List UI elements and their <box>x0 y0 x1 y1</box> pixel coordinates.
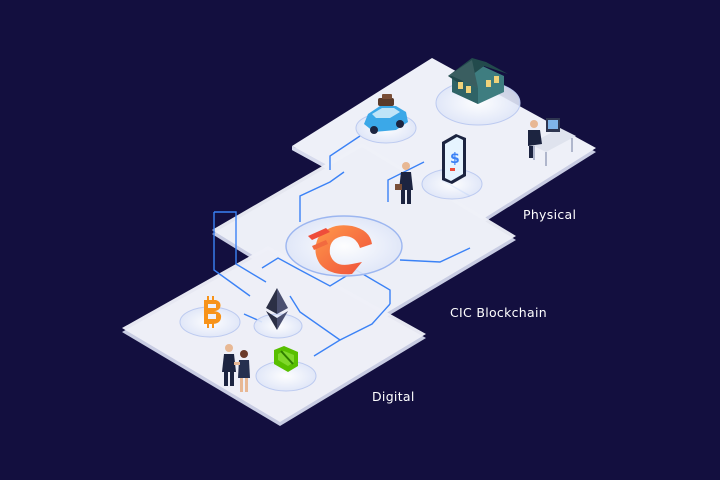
phone-dollar-icon: $ <box>442 134 466 184</box>
cic-logo-icon <box>308 225 372 275</box>
svg-text:$: $ <box>450 151 460 167</box>
connector-lines <box>213 135 471 357</box>
layer-label-blockchain: CIC Blockchain <box>450 305 547 320</box>
car-icon <box>364 94 408 134</box>
neo-icon <box>274 346 298 372</box>
layer-label-physical: Physical <box>523 207 577 222</box>
bitcoin-icon <box>204 296 222 328</box>
handshake-people-icon <box>222 344 250 392</box>
cic-disc <box>285 215 403 277</box>
layer-label-digital: Digital <box>372 389 415 404</box>
office-worker-icon <box>528 118 576 166</box>
businessman-icon <box>395 162 413 204</box>
house-icon <box>448 58 508 104</box>
ethereum-icon <box>266 288 288 330</box>
